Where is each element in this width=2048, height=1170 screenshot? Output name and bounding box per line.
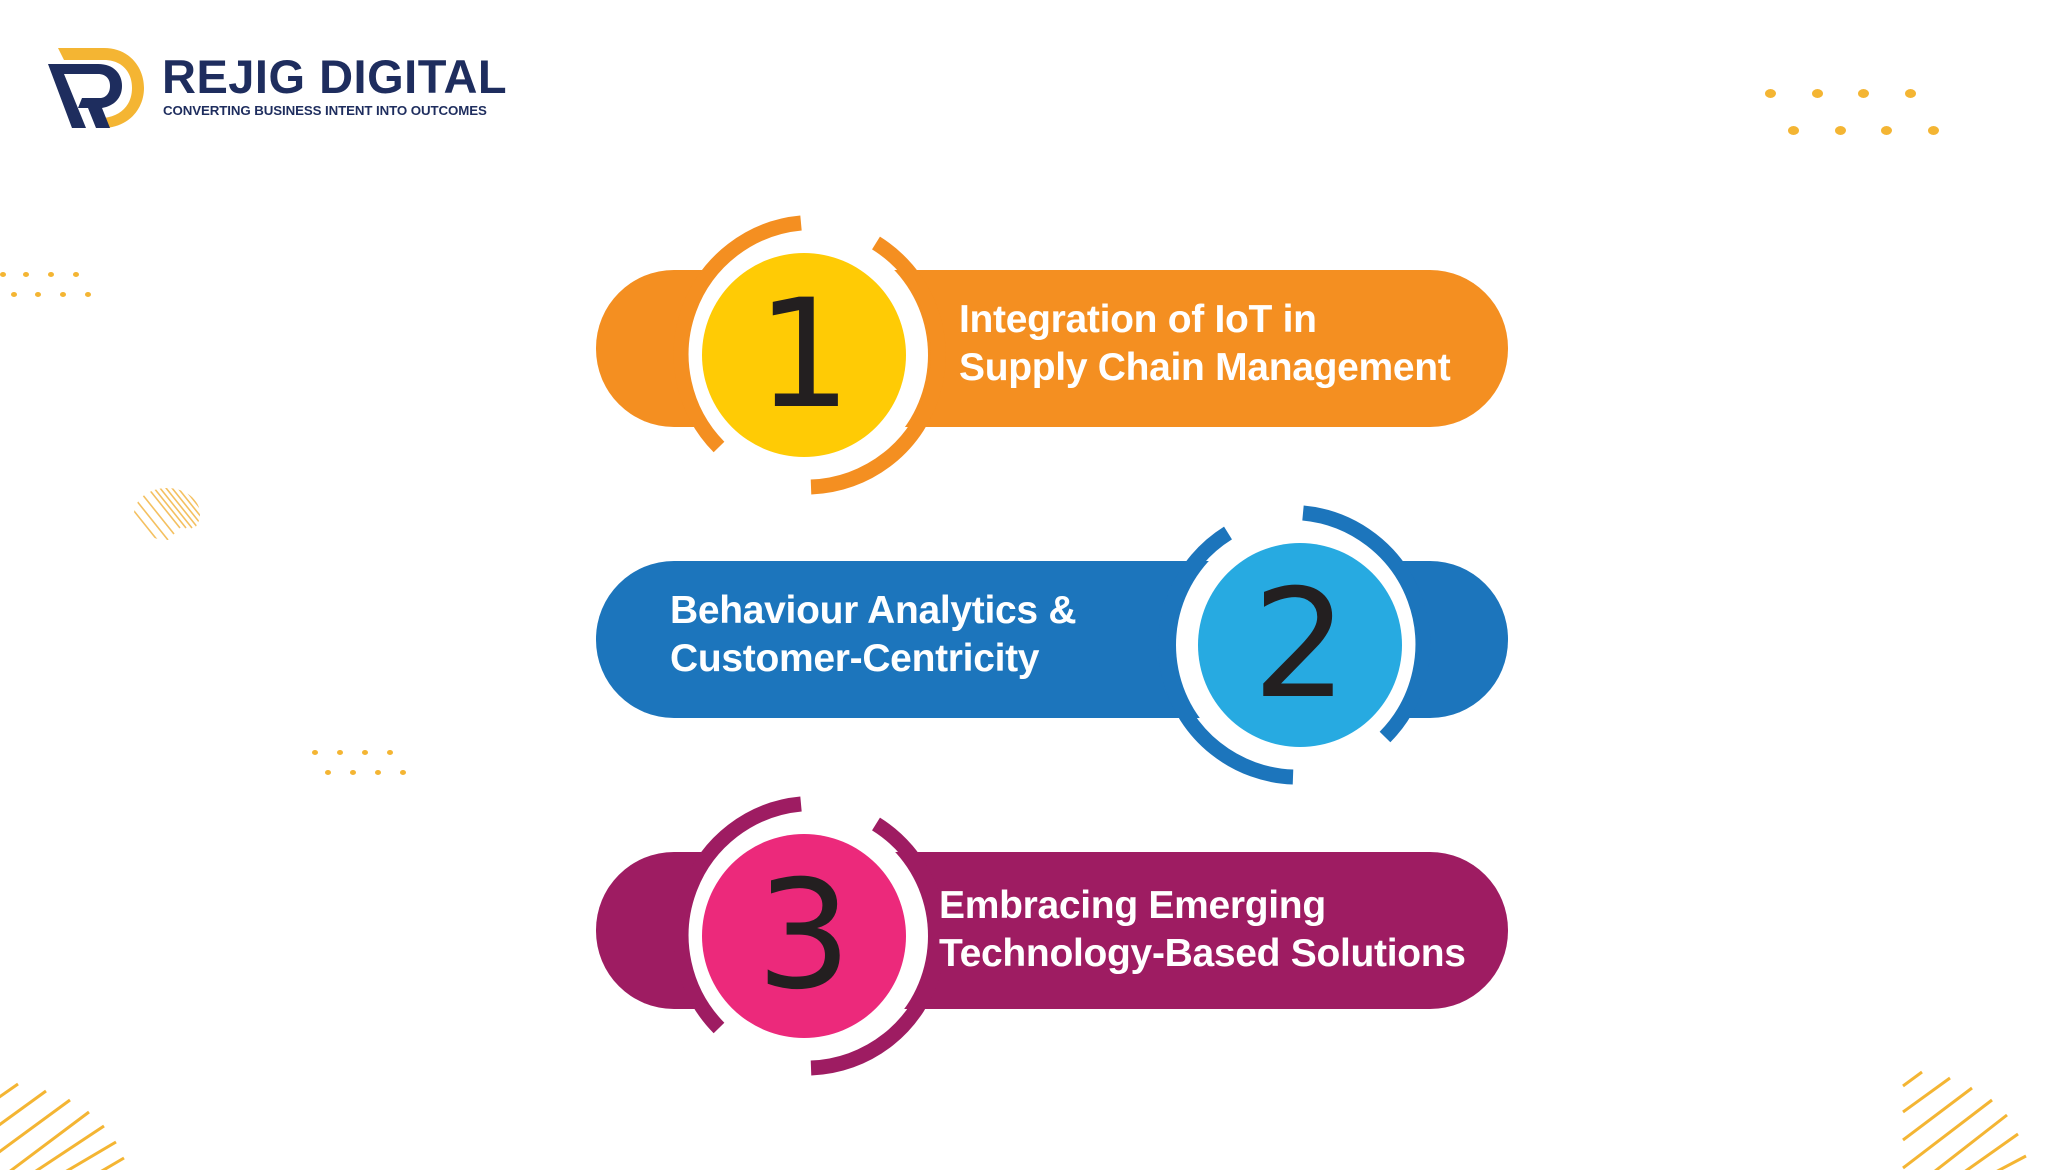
step-2-number: 2 — [1252, 558, 1348, 732]
hatched-corner-bottom-left — [0, 1082, 125, 1170]
brand-tagline: CONVERTING BUSINESS INTENT INTO OUTCOMES — [163, 103, 487, 118]
step-2-line2: Customer-Centricity — [670, 637, 1040, 680]
brand-name: REJIG DIGITAL — [162, 50, 508, 103]
step-2-badge-ring — [1158, 505, 1431, 785]
step-1-text: Integration of IoT in Supply Chain Manag… — [959, 296, 1451, 392]
step-1-line1: Integration of IoT in — [959, 298, 1317, 341]
step-2-text: Behaviour Analytics & Customer-Centricit… — [670, 587, 1077, 683]
step-1-line2: Supply Chain Management — [959, 346, 1451, 389]
step-3-line1: Embracing Emerging — [939, 884, 1326, 927]
hatched-circle — [134, 488, 200, 540]
rd-monogram-icon — [48, 48, 144, 128]
hatched-corner-bottom-right — [1902, 1070, 2027, 1170]
step-3-text: Embracing Emerging Technology-Based Solu… — [939, 882, 1466, 978]
step-3-line2: Technology-Based Solutions — [939, 932, 1466, 975]
step-1-badge-ring — [673, 215, 946, 495]
step-3-badge-ring — [673, 796, 946, 1076]
step-3-number: 3 — [756, 849, 852, 1023]
step-1-number: 1 — [756, 268, 852, 442]
step-2-line1: Behaviour Analytics & — [670, 589, 1077, 632]
